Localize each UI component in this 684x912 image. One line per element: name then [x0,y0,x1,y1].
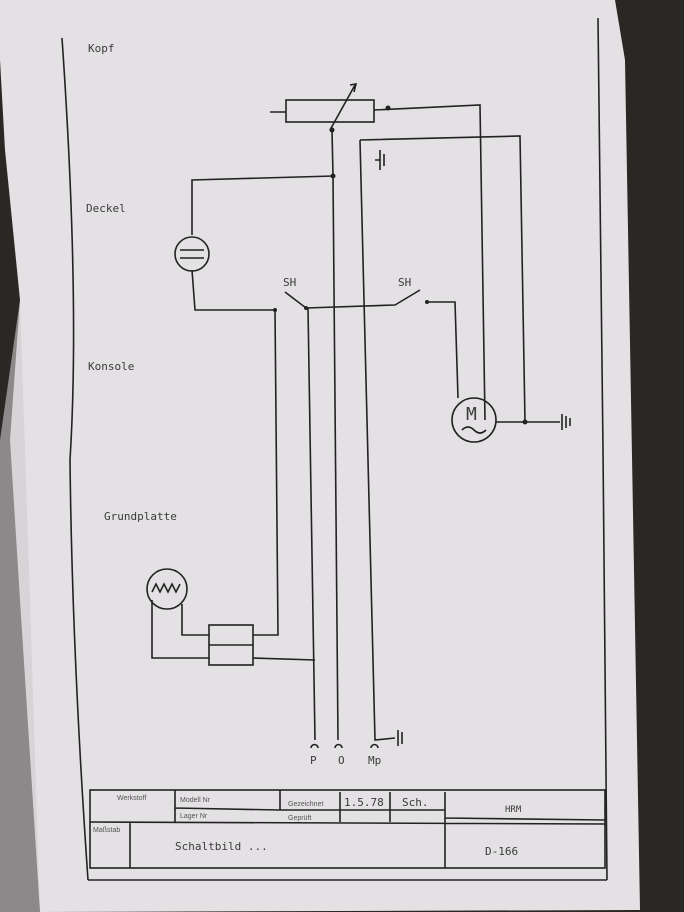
ground-symbol-mp [397,730,403,746]
frame-right [597,17,608,881]
section-kopf: Kopf [88,42,115,55]
paper-background [0,0,640,912]
section-grundplatte: Grundplatte [104,510,177,523]
switch-left-label: SH [283,276,296,289]
terminal-o: O [338,754,345,767]
section-konsole: Konsole [88,360,134,373]
heater-symbol [146,568,188,610]
motor-symbol [451,397,497,443]
circuit: SH SH M [146,83,571,746]
werkstoff-label: Werkstoff [117,795,146,802]
drawing-title: Schaltbild ... [175,840,268,853]
capacitor-symbol [174,236,210,272]
lager-nr-label: Lager Nr [180,813,208,820]
company-label: HRM [505,805,522,815]
paper-shadow [0,300,40,912]
geprueft-label: Geprüft [288,815,311,822]
gezeichnet-label: Gezeichnet [288,801,323,808]
modell-nr-label: Modell Nr [180,797,211,804]
terminals: P O Mp [310,743,381,767]
terminal-mp: Mp [368,754,381,767]
potentiometer [285,99,375,123]
section-deckel: Deckel [86,202,126,215]
frame-left [61,37,89,881]
ground-symbol-top [379,150,385,170]
title-block: Werkstoff Modell Nr Lager Nr Gezeichnet … [89,789,606,869]
drawing-number: D-166 [485,845,518,858]
switch-left [284,289,421,309]
switch-right-label: SH [398,276,411,289]
motor-label: M [466,404,477,425]
massstab-label: Maßstab [93,827,120,834]
potentiometer-wiper [329,83,358,131]
ground-symbol-motor [561,414,571,430]
terminal-p: P [310,754,317,767]
drawn-by-value: Sch. [402,796,429,809]
date-value: 1.5.78 [344,796,384,809]
